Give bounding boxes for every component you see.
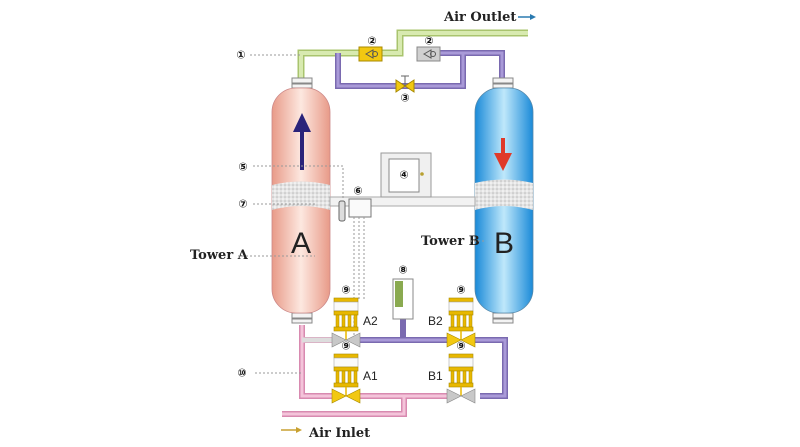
- valve-b2: [446, 297, 476, 348]
- filter: [338, 200, 346, 222]
- solenoid-block: [348, 198, 372, 218]
- callout-7: ⑦: [238, 198, 247, 211]
- inlet-arrow-icon: [281, 427, 302, 433]
- callout-3: ③: [400, 92, 409, 105]
- check-valve-right: [416, 46, 441, 62]
- check-valve-left: [358, 46, 383, 62]
- callout-2-left: ②: [367, 35, 376, 48]
- valve-b1: [446, 353, 476, 404]
- callout-4: ④: [399, 169, 408, 182]
- tower-b-label: Tower B: [421, 234, 480, 249]
- tower-a-label: Tower A: [190, 248, 249, 263]
- tower-a-caps: [291, 77, 514, 324]
- callout-6: ⑥: [353, 185, 362, 198]
- callout-9-b2: ⑨: [456, 284, 465, 297]
- tower-b-letter: B: [494, 227, 514, 260]
- valve-a1: [331, 353, 361, 404]
- callout-9-b1: ⑨: [456, 340, 465, 353]
- callout-5: ⑤: [238, 161, 247, 174]
- air-outlet-label: Air Outlet: [443, 10, 516, 25]
- valve-a2-label: A2: [363, 314, 378, 328]
- purge-valve: [395, 75, 415, 93]
- tower-a-letter: A: [291, 227, 311, 260]
- arrow-up-icon: [293, 113, 311, 170]
- callout-2-right: ②: [424, 35, 433, 48]
- valve-b1-label: B1: [428, 369, 443, 383]
- callout-9-a2: ⑨: [341, 284, 350, 297]
- valve-a2: [331, 297, 361, 348]
- valve-b2-label: B2: [428, 314, 443, 328]
- callout-9-a1: ⑨: [341, 340, 350, 353]
- desiccant-bed-b: [475, 179, 533, 210]
- air-inlet-label: Air Inlet: [308, 426, 370, 441]
- callout-1: ①: [236, 49, 245, 62]
- outlet-arrow-icon: [518, 14, 536, 20]
- callout-8: ⑧: [398, 264, 407, 277]
- callouts: ① ② ② ③ ④ ⑤ ⑥ ⑦ ⑧ ⑨ ⑨ ⑨ ⑨ ⑩: [236, 35, 465, 380]
- desiccant-bed-a: [272, 181, 330, 210]
- callout-10: ⑩: [237, 367, 246, 380]
- valve-a1-label: A1: [363, 369, 378, 383]
- arrow-down-icon: [494, 138, 512, 171]
